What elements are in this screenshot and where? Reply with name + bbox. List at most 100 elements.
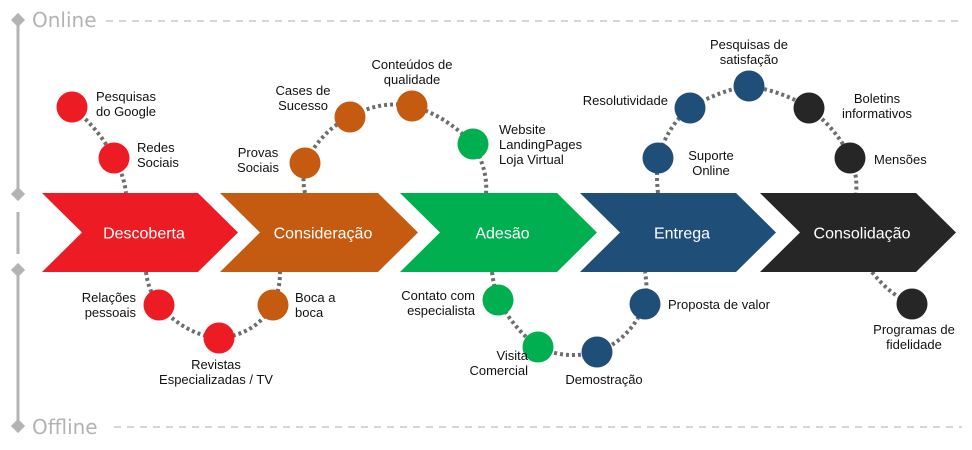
touchpoint-label-line: Mensões: [874, 152, 927, 167]
touchpoint-label-line: pessoais: [85, 305, 137, 320]
touchpoint-dot: [98, 142, 130, 174]
touchpoint-label-line: informativos: [842, 106, 913, 121]
touchpoint-dot: [289, 147, 321, 179]
online-label: Online: [32, 8, 97, 32]
touchpoint-dot: [457, 128, 489, 160]
touchpoint-label-line: Boletins: [854, 91, 901, 106]
stage-label: Entrega: [654, 226, 710, 243]
touchpoint-label-line: qualidade: [384, 72, 440, 87]
touchpoint-label-line: especialista: [407, 303, 476, 318]
touchpoint-dot: [56, 91, 88, 123]
touchpoint-label-line: Online: [692, 163, 730, 178]
touchpoint-offline[interactable]: Demostração: [565, 336, 643, 388]
touchpoint-dot: [334, 101, 366, 133]
touchpoint-label-line: satisfação: [720, 52, 779, 67]
touchpoint-label: Resolutividade: [583, 93, 668, 108]
touchpoint-dot: [581, 336, 613, 368]
touchpoint-label-line: fidelidade: [886, 337, 942, 352]
touchpoint-label-line: Pesquisas de: [710, 37, 788, 52]
touchpoint-online[interactable]: Mensões: [834, 142, 928, 174]
touchpoint-dot: [522, 331, 554, 363]
touchpoint-label-line: Relações: [82, 290, 137, 305]
touchpoint-label: Mensões: [874, 152, 927, 167]
touchpoint-dot: [257, 289, 289, 321]
touchpoint-label-line: boca: [295, 305, 324, 320]
touchpoint-label-line: Provas: [238, 145, 279, 160]
stage-label: Consideração: [274, 226, 373, 243]
touchpoint-online[interactable]: Resolutividade: [583, 92, 706, 124]
touchpoint-dot: [203, 322, 235, 354]
touchpoint-offline[interactable]: Proposta de valor: [629, 288, 771, 320]
touchpoint-label-line: do Google: [96, 104, 156, 119]
touchpoint-label-line: Conteúdos de: [372, 57, 453, 72]
connector-adesao-entrega-offline: [490, 271, 649, 358]
stage-chevron: [760, 193, 956, 272]
touchpoint-label-line: Especializadas / TV: [159, 372, 273, 387]
touchpoint-label-line: Resolutividade: [583, 93, 668, 108]
touchpoint-label-line: Sociais: [137, 155, 179, 170]
axis-diamond-offline: [10, 418, 26, 434]
stage-consideracao[interactable]: Consideração: [220, 193, 418, 272]
touchpoint-dot: [674, 92, 706, 124]
axis-diamond-online: [10, 12, 26, 28]
stage-consolidacao[interactable]: Consolidação: [760, 193, 956, 272]
stage-adesao[interactable]: Adesão: [400, 193, 597, 272]
touchpoint-dot: [642, 142, 674, 174]
connector-consideracao-adesao-online: [301, 102, 489, 194]
touchpoint-label-line: Demostração: [565, 372, 642, 387]
touchpoint-label-line: Contato com: [401, 288, 475, 303]
touchpoint-label-line: Boca a: [295, 290, 336, 305]
touchpoint-label: Proposta de valor: [668, 297, 771, 312]
stage-descoberta[interactable]: Descoberta: [42, 193, 238, 272]
touchpoint-label-line: Pesquisas: [96, 89, 156, 104]
stage-label: Descoberta: [103, 226, 185, 243]
stage-label: Adesão: [475, 226, 529, 243]
offline-label: Offline: [32, 415, 98, 439]
stage-chevron: [580, 193, 776, 272]
touchpoint-label-line: Comercial: [469, 363, 528, 378]
touchpoint-label-line: Sociais: [237, 160, 279, 175]
touchpoint-label-line: Loja Virtual: [499, 152, 564, 167]
touchpoint-dot: [396, 90, 428, 122]
touchpoint-label-line: Cases de: [276, 83, 331, 98]
touchpoint-label-line: Visita: [496, 348, 528, 363]
touchpoint-dot: [482, 284, 514, 316]
touchpoint-dot: [793, 92, 825, 124]
axis-diamond-lower: [10, 262, 26, 278]
stage-chevron: [400, 193, 597, 272]
touchpoint-dot: [629, 288, 661, 320]
touchpoint-label-line: Proposta de valor: [668, 297, 771, 312]
stage-entrega[interactable]: Entrega: [580, 193, 776, 272]
stage-chevron: [42, 193, 238, 272]
